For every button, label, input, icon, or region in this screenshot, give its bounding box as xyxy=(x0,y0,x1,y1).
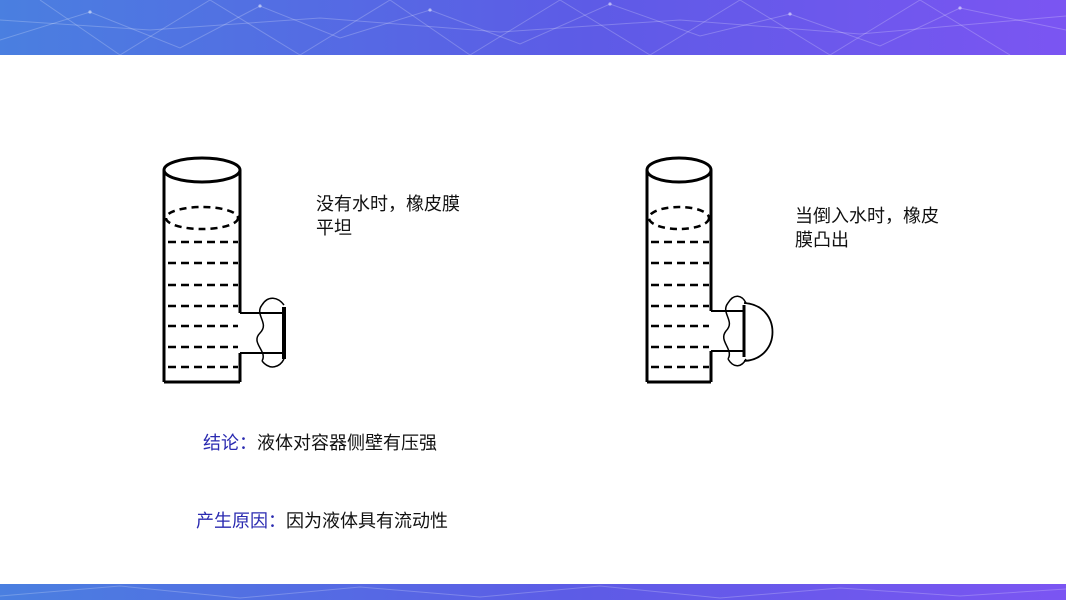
cause-statement: 产生原因：因为液体具有流动性 xyxy=(196,510,448,534)
caption-empty: 没有水时，橡皮膜平坦 xyxy=(316,194,460,239)
dashed-level-lines xyxy=(651,240,709,369)
cause-text: 因为液体具有流动性 xyxy=(286,511,448,532)
rubber-binding xyxy=(723,295,747,367)
bottom-banner xyxy=(0,584,1066,600)
cylinder-top-rim xyxy=(645,156,713,184)
conclusion-text: 液体对容器侧壁有压强 xyxy=(257,433,437,454)
rubber-binding xyxy=(256,297,285,368)
cause-label: 产生原因： xyxy=(196,511,286,532)
conclusion-label: 结论： xyxy=(203,433,257,454)
cylinder-water-diagram xyxy=(645,156,774,384)
bottom-banner-graphic xyxy=(0,584,1066,600)
dashed-level-ellipse xyxy=(647,205,711,231)
cylinder-top-rim xyxy=(162,156,242,184)
conclusion-statement: 结论：液体对容器侧壁有压强 xyxy=(203,432,437,456)
top-banner xyxy=(0,0,1066,55)
top-banner-graphic xyxy=(0,0,1066,55)
cylinder-empty-diagram xyxy=(162,156,286,384)
caption-water: 当倒入水时，橡皮膜凸出 xyxy=(795,206,939,251)
dashed-level-ellipse xyxy=(164,205,240,231)
dashed-level-lines xyxy=(168,240,238,369)
bulging-membrane xyxy=(743,302,774,362)
